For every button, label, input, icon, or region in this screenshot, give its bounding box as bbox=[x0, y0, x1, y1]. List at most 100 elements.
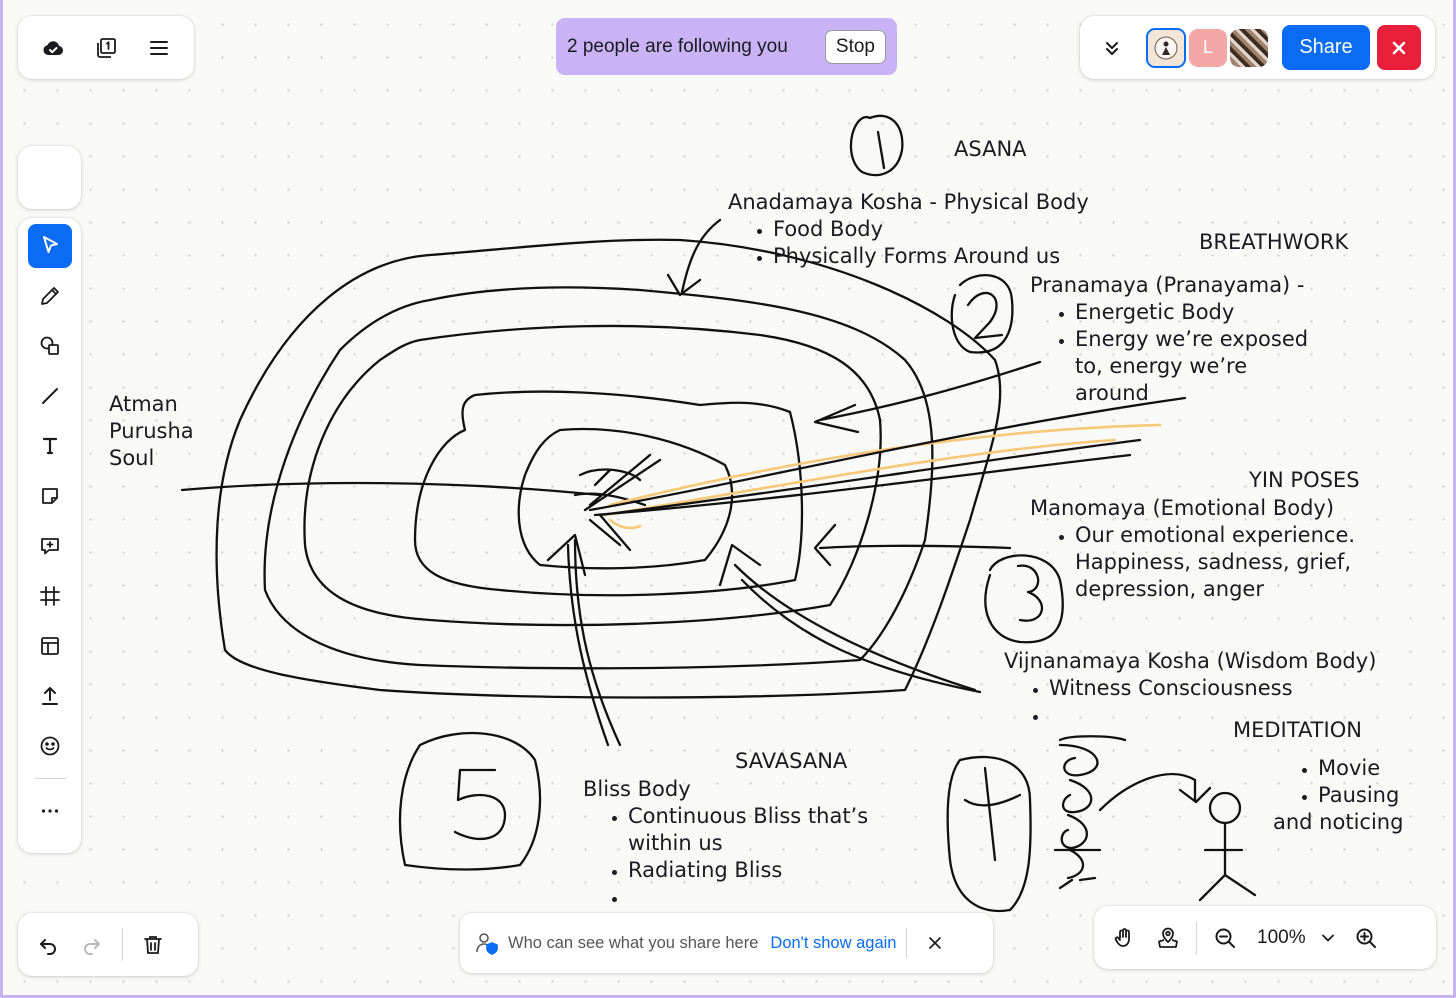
kosha3-bullet: Our emotional experience. bbox=[1075, 522, 1355, 549]
history-panel bbox=[18, 913, 198, 976]
text-icon bbox=[42, 437, 57, 455]
user-shield-icon bbox=[476, 933, 498, 955]
meditation-title[interactable]: MEDITATION bbox=[1233, 718, 1362, 742]
pencil-icon bbox=[40, 287, 59, 305]
navigation-panel: 100% bbox=[1094, 906, 1436, 969]
redo-icon bbox=[84, 938, 100, 955]
kosha3-text[interactable]: Manomaya (Emotional Body) Our emotional … bbox=[1030, 495, 1355, 603]
meditation-bullet: Pausing bbox=[1318, 782, 1403, 809]
kosha5-bullet: ​ bbox=[628, 884, 868, 911]
more-icon bbox=[41, 809, 58, 813]
comment-icon bbox=[40, 538, 59, 555]
collaboration-panel: L Share bbox=[1080, 16, 1435, 79]
privacy-toast: Who can see what you share here Don't sh… bbox=[460, 913, 993, 973]
atman-text[interactable]: Atman Purusha Soul bbox=[109, 391, 194, 472]
number-1 bbox=[849, 114, 904, 177]
undo-button[interactable] bbox=[26, 923, 70, 967]
yin-poses-title[interactable]: YIN POSES bbox=[1249, 468, 1360, 492]
kosha3-title: Manomaya (Emotional Body) bbox=[1030, 496, 1335, 520]
avatar-letter[interactable]: L bbox=[1189, 28, 1227, 67]
kosha2-continuation: around bbox=[1075, 381, 1149, 405]
follow-location-icon bbox=[1158, 927, 1178, 948]
kosha1-bullet: Physically Forms Around us bbox=[773, 243, 1089, 270]
meditation-tail: and noticing bbox=[1273, 810, 1404, 834]
tool-palette bbox=[18, 218, 81, 853]
navigation-divider bbox=[1196, 921, 1197, 954]
hand-tool-button[interactable] bbox=[1102, 916, 1146, 960]
kosha5-text[interactable]: Bliss Body Continuous Bliss that’s withi… bbox=[583, 776, 868, 911]
undo-icon bbox=[40, 938, 56, 955]
sticky-note-icon bbox=[41, 488, 58, 504]
zoom-menu-button[interactable] bbox=[1312, 916, 1344, 960]
close-icon bbox=[1392, 41, 1406, 54]
emoji-tool[interactable] bbox=[28, 724, 72, 768]
ring-outer-1 bbox=[215, 238, 1002, 699]
line-tool[interactable] bbox=[28, 374, 72, 418]
number-5 bbox=[398, 731, 542, 871]
toast-close-button[interactable] bbox=[917, 925, 953, 961]
more-tools-button[interactable] bbox=[28, 789, 72, 833]
template-icon bbox=[40, 637, 59, 655]
text-tool[interactable] bbox=[28, 424, 72, 468]
kosha1-title: Anadamaya Kosha - Physical Body bbox=[728, 190, 1089, 214]
menu-icon[interactable] bbox=[137, 26, 181, 70]
line-icon bbox=[41, 388, 58, 404]
avatar-logo[interactable] bbox=[1146, 27, 1186, 68]
main-menu-panel bbox=[18, 16, 194, 79]
share-button[interactable]: Share bbox=[1282, 25, 1370, 70]
number-2 bbox=[950, 274, 1014, 354]
kosha5-bullet: Continuous Bliss that’s bbox=[628, 803, 868, 830]
color-picker-well[interactable] bbox=[18, 146, 81, 209]
atman-line: Purusha bbox=[109, 419, 194, 443]
kosha4-text[interactable]: Vijnanamaya Kosha (Wisdom Body) Witness … bbox=[1004, 648, 1376, 729]
kosha2-bullet: Energy we’re exposed bbox=[1075, 326, 1308, 353]
emoji-icon bbox=[40, 736, 59, 756]
hand-icon bbox=[1114, 927, 1130, 947]
pencil-tool[interactable] bbox=[28, 274, 72, 318]
meditation-bullet: Movie bbox=[1318, 755, 1403, 782]
asana-title[interactable]: ASANA bbox=[954, 137, 1027, 161]
zoom-level[interactable]: 100% bbox=[1257, 926, 1306, 948]
avatar-letter-text: L bbox=[1202, 37, 1213, 57]
stop-following-button[interactable]: Stop bbox=[824, 29, 886, 64]
frame-tool[interactable] bbox=[28, 574, 72, 618]
spiral-doodle bbox=[1053, 735, 1127, 890]
ring-outer-3 bbox=[303, 324, 882, 627]
chevron-down-icon bbox=[1321, 934, 1334, 941]
follow-location-button[interactable] bbox=[1146, 916, 1190, 960]
meditation-text[interactable]: Movie Pausing and noticing bbox=[1273, 755, 1403, 836]
select-tool[interactable] bbox=[27, 224, 72, 268]
breathwork-title[interactable]: BREATHWORK bbox=[1199, 230, 1349, 254]
dont-show-again-link[interactable]: Don't show again bbox=[770, 933, 897, 952]
avatar-photo[interactable] bbox=[1230, 28, 1268, 67]
upload-tool[interactable] bbox=[28, 674, 72, 718]
ring-inner bbox=[517, 427, 734, 570]
kosha5-bullet: Radiating Bliss bbox=[628, 857, 868, 884]
redo-button[interactable] bbox=[70, 923, 114, 967]
trash-icon bbox=[144, 935, 162, 954]
comment-tool[interactable] bbox=[28, 524, 72, 568]
double-chevron-down-icon[interactable] bbox=[1090, 26, 1134, 70]
number-4 bbox=[946, 755, 1032, 913]
kosha2-text[interactable]: Pranamaya (Pranayama) - Energetic Body E… bbox=[1030, 272, 1308, 407]
savasana-title[interactable]: SAVASANA bbox=[735, 749, 848, 773]
pages-icon[interactable] bbox=[84, 26, 128, 70]
cloud-check-icon[interactable] bbox=[31, 26, 75, 70]
sticky-note-tool[interactable] bbox=[28, 474, 72, 518]
shapes-icon bbox=[40, 336, 59, 355]
toolbar-divider bbox=[33, 778, 66, 779]
close-button[interactable] bbox=[1377, 25, 1421, 70]
kosha1-text[interactable]: Anadamaya Kosha - Physical Body Food Bod… bbox=[728, 189, 1089, 270]
zoom-in-button[interactable] bbox=[1344, 916, 1388, 960]
kosha5-title: Bliss Body bbox=[583, 777, 691, 801]
atman-line: Soul bbox=[109, 446, 155, 470]
toast-divider bbox=[906, 928, 908, 958]
template-tool[interactable] bbox=[28, 624, 72, 668]
shapes-tool[interactable] bbox=[28, 324, 72, 368]
delete-button[interactable] bbox=[131, 923, 175, 967]
zoom-out-button[interactable] bbox=[1203, 916, 1247, 960]
kosha3-continuation: depression, anger bbox=[1075, 577, 1264, 601]
kosha4-title: Vijnanamaya Kosha (Wisdom Body) bbox=[1004, 649, 1377, 673]
toast-message: Who can see what you share here bbox=[508, 933, 759, 952]
kosha2-bullet: Energetic Body bbox=[1075, 299, 1308, 326]
